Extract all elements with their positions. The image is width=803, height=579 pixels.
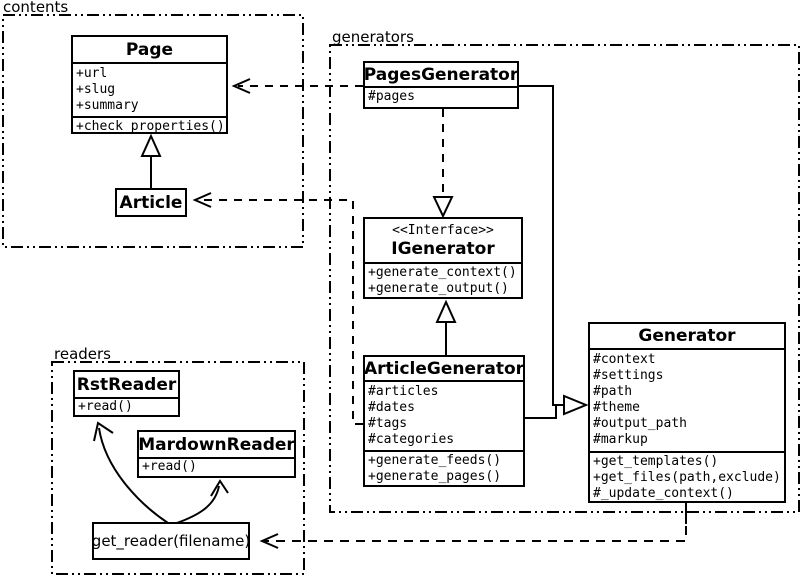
- class-pagesgenerator: PagesGenerator #pages: [363, 61, 519, 109]
- class-articlegenerator-attributes: #articles #dates #tags #categories: [365, 382, 523, 450]
- method: +generate_feeds(): [368, 453, 502, 468]
- attribute: #dates: [368, 400, 415, 415]
- interface-igenerator: <<Interface>> IGenerator +generate_conte…: [363, 217, 523, 299]
- class-mardownreader: MardownReader +read(): [137, 430, 296, 478]
- dependency-pagesgenerator-to-page-arrowhead-icon: [231, 78, 251, 94]
- method: +read(): [142, 459, 197, 474]
- function-getreader-label: get_reader(filename): [92, 532, 250, 550]
- dependency-generator-to-getreader-line: [264, 526, 687, 542]
- package-border-generators: [329, 44, 800, 513]
- generalization-pagesgenerator-to-generator-line: [519, 85, 564, 406]
- class-page-attributes: +url +slug +summary: [73, 64, 226, 116]
- method: +generate_pages(): [368, 469, 502, 484]
- class-generator-attributes: #context #settings #path #theme #output_…: [590, 350, 784, 451]
- package-label-readers: readers: [54, 345, 111, 363]
- method: #_update_context(): [593, 486, 734, 501]
- class-page-methods: +check_properties(): [73, 116, 226, 134]
- package-label-contents: contents: [3, 0, 69, 16]
- call-getreader-to-rstreader-curve: [98, 427, 169, 524]
- generalization-articlegenerator-to-generator-line: [525, 405, 557, 419]
- class-rstreader-title: RstReader: [75, 372, 178, 399]
- attribute: #pages: [368, 89, 415, 104]
- interface-igenerator-title: <<Interface>> IGenerator: [365, 219, 521, 264]
- generalization-articlegenerator-to-igenerator-triangle-icon: [435, 299, 457, 323]
- class-generator-title: Generator: [590, 324, 784, 350]
- attribute: #articles: [368, 384, 439, 399]
- attribute: #settings: [593, 368, 664, 383]
- dependency-articlegenerator-to-article-line: [198, 199, 363, 425]
- call-getreader-to-mardownreader-arrowhead-icon: [210, 479, 229, 497]
- attribute: #tags: [368, 416, 408, 431]
- attribute: +summary: [76, 98, 139, 113]
- interface-name: IGenerator: [391, 238, 495, 259]
- interface-igenerator-methods: +generate_context() +generate_output(): [365, 264, 521, 297]
- class-pagesgenerator-attributes: #pages: [365, 88, 517, 107]
- method: +generate_context(): [368, 265, 517, 280]
- class-articlegenerator: ArticleGenerator #articles #dates #tags …: [363, 355, 525, 487]
- attribute: #path: [593, 384, 633, 399]
- attribute: #markup: [593, 432, 648, 447]
- dependency-articlegenerator-to-article-arrowhead-icon: [192, 192, 212, 208]
- attribute: +slug: [76, 82, 116, 97]
- method: +check_properties(): [76, 119, 225, 134]
- realization-pagesgenerator-to-igenerator-triangle-icon: [432, 196, 454, 219]
- package-border-readers: [51, 361, 305, 575]
- call-getreader-to-rstreader-arrowhead-icon: [93, 421, 114, 442]
- class-rstreader: RstReader +read(): [73, 370, 180, 417]
- function-getreader: get_reader(filename): [92, 522, 250, 560]
- dependency-generator-to-getreader-arrowhead-icon: [259, 533, 279, 549]
- class-article: Article: [115, 188, 187, 217]
- attribute: #output_path: [593, 416, 687, 431]
- class-page: Page +url +slug +summary +check_properti…: [71, 35, 228, 134]
- class-rstreader-methods: +read(): [75, 399, 178, 415]
- class-generator-methods: +get_templates() +get_files(path,exclude…: [590, 451, 784, 501]
- class-mardownreader-title: MardownReader: [139, 432, 294, 459]
- generalization-to-generator-triangle-icon: [563, 394, 589, 416]
- attribute: #theme: [593, 400, 640, 415]
- class-articlegenerator-methods: +generate_feeds() +generate_pages(): [365, 450, 523, 485]
- attribute: +url: [76, 66, 108, 81]
- method: +generate_output(): [368, 281, 509, 296]
- interface-stereotype: <<Interface>>: [392, 222, 494, 238]
- generalization-article-to-page-triangle-icon: [140, 133, 162, 157]
- class-page-title: Page: [73, 37, 226, 64]
- package-border-contents: [2, 14, 304, 248]
- class-articlegenerator-title: ArticleGenerator: [365, 357, 523, 382]
- method: +get_templates(): [593, 454, 719, 469]
- class-article-title: Article: [119, 192, 183, 213]
- class-mardownreader-methods: +read(): [139, 459, 294, 476]
- class-generator: Generator #context #settings #path #them…: [588, 322, 786, 503]
- method: +read(): [78, 399, 133, 414]
- call-getreader-to-mardownreader-curve: [176, 485, 220, 524]
- class-pagesgenerator-title: PagesGenerator: [365, 63, 517, 88]
- attribute: #context: [593, 352, 656, 367]
- package-label-generators: generators: [332, 28, 414, 46]
- method: +get_files(path,exclude): [593, 470, 781, 485]
- attribute: #categories: [368, 432, 455, 447]
